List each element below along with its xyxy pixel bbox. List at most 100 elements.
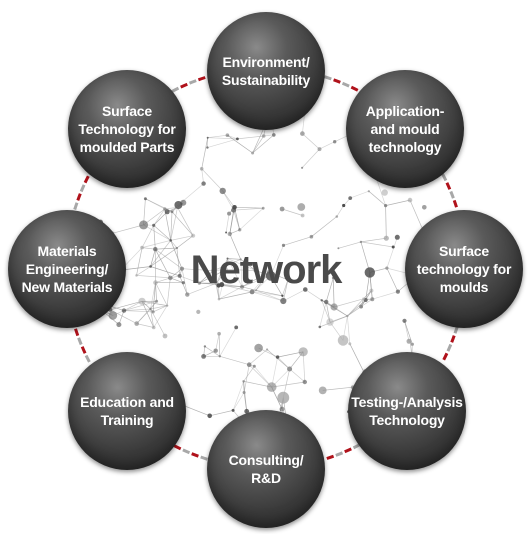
- network-edge: [227, 258, 241, 260]
- network-edge: [136, 247, 143, 276]
- connector-segment: [191, 452, 199, 458]
- network-node-dot: [180, 199, 187, 206]
- connector-segment: [344, 447, 352, 454]
- network-node-dot: [362, 297, 365, 301]
- network-node-dot: [206, 136, 209, 139]
- node-application-mould-technology[interactable]: Application- and mould technology: [346, 70, 464, 188]
- network-node-dot: [169, 239, 172, 242]
- network-edge: [302, 351, 306, 383]
- network-edge: [305, 289, 322, 301]
- network-node-dot: [383, 235, 389, 241]
- network-node-dot: [196, 309, 201, 314]
- network-node-dot: [395, 289, 400, 294]
- network-edge: [207, 138, 238, 148]
- node-education-training[interactable]: Education and Training: [68, 352, 186, 470]
- network-node-dot: [206, 146, 209, 149]
- node-environment-sustainability[interactable]: Environment/ Sustainability: [207, 12, 325, 130]
- network-node-dot: [155, 299, 159, 303]
- network-edge: [215, 333, 220, 351]
- network-node-dot: [225, 231, 228, 234]
- network-node-dot: [422, 205, 427, 210]
- network-edge: [283, 236, 312, 246]
- connector-segment: [76, 193, 82, 201]
- connector-segment: [79, 184, 86, 193]
- node-consulting-rd[interactable]: Consulting/ R&D: [207, 410, 325, 528]
- network-edge: [321, 300, 331, 323]
- network-node-dot: [318, 325, 322, 329]
- network-edge: [332, 277, 335, 308]
- network-edge: [241, 271, 269, 288]
- connector-segment: [452, 199, 458, 208]
- network-node-dot: [238, 228, 242, 232]
- network-edge: [170, 240, 183, 269]
- network-edge: [170, 211, 173, 241]
- network-edge: [266, 349, 290, 370]
- network-edge: [123, 308, 151, 311]
- network-edge: [360, 241, 394, 248]
- connector-segment: [200, 455, 208, 461]
- network-edge: [207, 134, 228, 139]
- network-edge: [170, 240, 178, 249]
- network-node-dot: [135, 274, 138, 277]
- node-testing-analysis-technology[interactable]: Testing-/Analysis Technology: [348, 352, 466, 470]
- network-node-dot: [253, 268, 258, 273]
- network-node-dot: [219, 187, 226, 195]
- network-node-dot: [234, 325, 239, 330]
- network-edge: [150, 247, 178, 267]
- network-edge: [368, 190, 386, 206]
- network-edge: [150, 266, 180, 277]
- network-edge: [181, 268, 214, 272]
- connector-segment: [188, 79, 197, 85]
- network-edge: [239, 207, 264, 231]
- connector-segment: [197, 76, 206, 82]
- network-node-dot: [254, 289, 257, 292]
- network-node-dot: [320, 299, 323, 302]
- network-node-dot: [297, 203, 306, 211]
- network-edge: [225, 213, 230, 233]
- network-node-dot: [330, 303, 338, 311]
- network-node-dot: [261, 206, 265, 210]
- network-node-dot: [185, 292, 190, 297]
- network-node-dot: [364, 267, 375, 278]
- network-node-dot: [359, 240, 363, 244]
- connector-segment: [442, 352, 449, 361]
- node-materials-engineering[interactable]: Materials Engineering/ New Materials: [8, 210, 126, 328]
- node-surface-technology-parts[interactable]: Surface Technology for moulded Parts: [68, 70, 186, 188]
- network-node-dot: [227, 211, 232, 216]
- network-edge: [385, 205, 387, 239]
- network-edge: [240, 259, 257, 271]
- network-node-dot: [151, 325, 156, 330]
- network-node-dot: [300, 131, 305, 136]
- network-node-dot: [201, 181, 206, 186]
- network-node-dot: [246, 362, 252, 368]
- node-surface-technology-moulds[interactable]: Surface technology for moulds: [405, 210, 523, 328]
- network-node-dot: [116, 322, 122, 328]
- network-node-dot: [281, 243, 286, 247]
- network-node-dot: [272, 133, 276, 137]
- network-edge: [252, 134, 275, 154]
- network-node-dot: [367, 190, 370, 193]
- network-edge: [136, 266, 151, 276]
- network-edge: [325, 277, 334, 302]
- network-node-dot: [249, 289, 255, 295]
- network-node-dot: [149, 307, 152, 311]
- network-node-dot: [211, 268, 216, 273]
- network-node-dot: [381, 189, 388, 196]
- network-node-dot: [348, 342, 352, 346]
- network-node-dot: [331, 276, 335, 280]
- network-edge: [136, 323, 154, 328]
- network-node-dot: [207, 413, 212, 419]
- network-edge: [240, 259, 243, 287]
- network-edge: [302, 133, 320, 150]
- network-node-dot: [303, 287, 308, 292]
- network-edge: [319, 141, 335, 150]
- network-edge: [347, 315, 351, 344]
- network-edge: [177, 207, 194, 236]
- network-edge: [154, 249, 171, 279]
- network-edge: [136, 275, 171, 279]
- network-edge: [141, 301, 155, 328]
- network-node-dot: [342, 203, 346, 208]
- network-node-dot: [391, 245, 395, 249]
- network-node-dot: [252, 364, 256, 368]
